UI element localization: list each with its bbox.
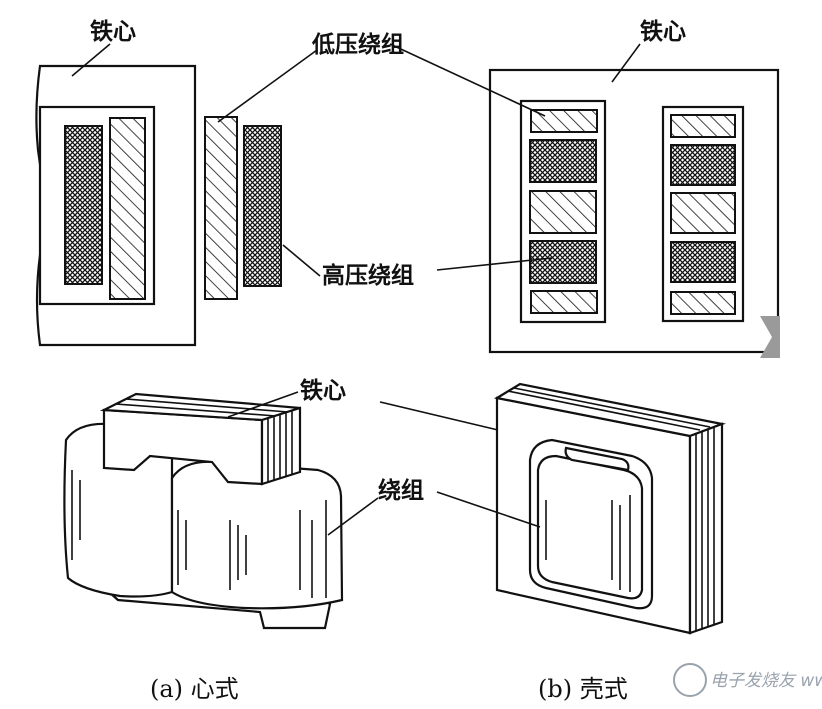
caption-shell-type: (b) 壳式 [538,675,628,703]
core-3d-coil-shading [71,470,327,598]
shell-left-lv-2 [529,190,597,234]
shell-right-lv-1 [670,114,736,138]
core-type-hv-winding-outer [243,125,282,287]
core-type-section [35,64,282,347]
core-type-3d [63,392,344,630]
label-winding: 绕组 [378,477,424,504]
leader-lines [71,43,641,536]
watermark-text: 电子发烧友 www.elecfans.com [710,671,822,691]
shell-right-lv-3 [670,291,736,315]
shell-right-lv-2 [670,192,736,234]
core-type-hv-winding-inner [64,125,103,285]
shell-3d-coil [536,454,644,600]
shell-3d-lamination-lines [507,387,715,631]
caption-core-type: (a) 心式 [150,675,239,703]
label-iron-core-bottom: 铁心 [300,378,346,404]
shell-type-3d [494,382,727,635]
corner-arrow-icon [760,316,780,358]
shell-left-lv-1 [530,109,598,133]
watermark-logo-icon [673,663,707,697]
shell-type-section [488,68,780,354]
label-iron-core-top-right: 铁心 [640,19,686,45]
core-3d-left-coil [63,422,174,598]
label-low-voltage-winding: 低压绕组 [311,31,404,58]
shell-right-hv-2 [670,241,736,283]
core-type-lv-winding-inner [109,117,146,300]
shell-left-hv-2 [529,240,597,284]
shell-right-hv-1 [670,144,736,186]
core-type-lv-winding-outer [204,116,238,300]
shell-left-hv-1 [529,139,597,183]
label-iron-core-top-left: 铁心 [90,19,136,45]
core-3d-lamination-lines [115,398,293,482]
shell-3d-coil-shading [545,495,631,592]
shell-3d-coil-top-slot [564,446,630,472]
label-high-voltage-winding: 高压绕组 [322,262,414,289]
watermark: 电子发烧友 www.elecfans.com [673,663,822,697]
shell-left-lv-3 [530,290,598,314]
shell-3d-side [688,422,724,635]
